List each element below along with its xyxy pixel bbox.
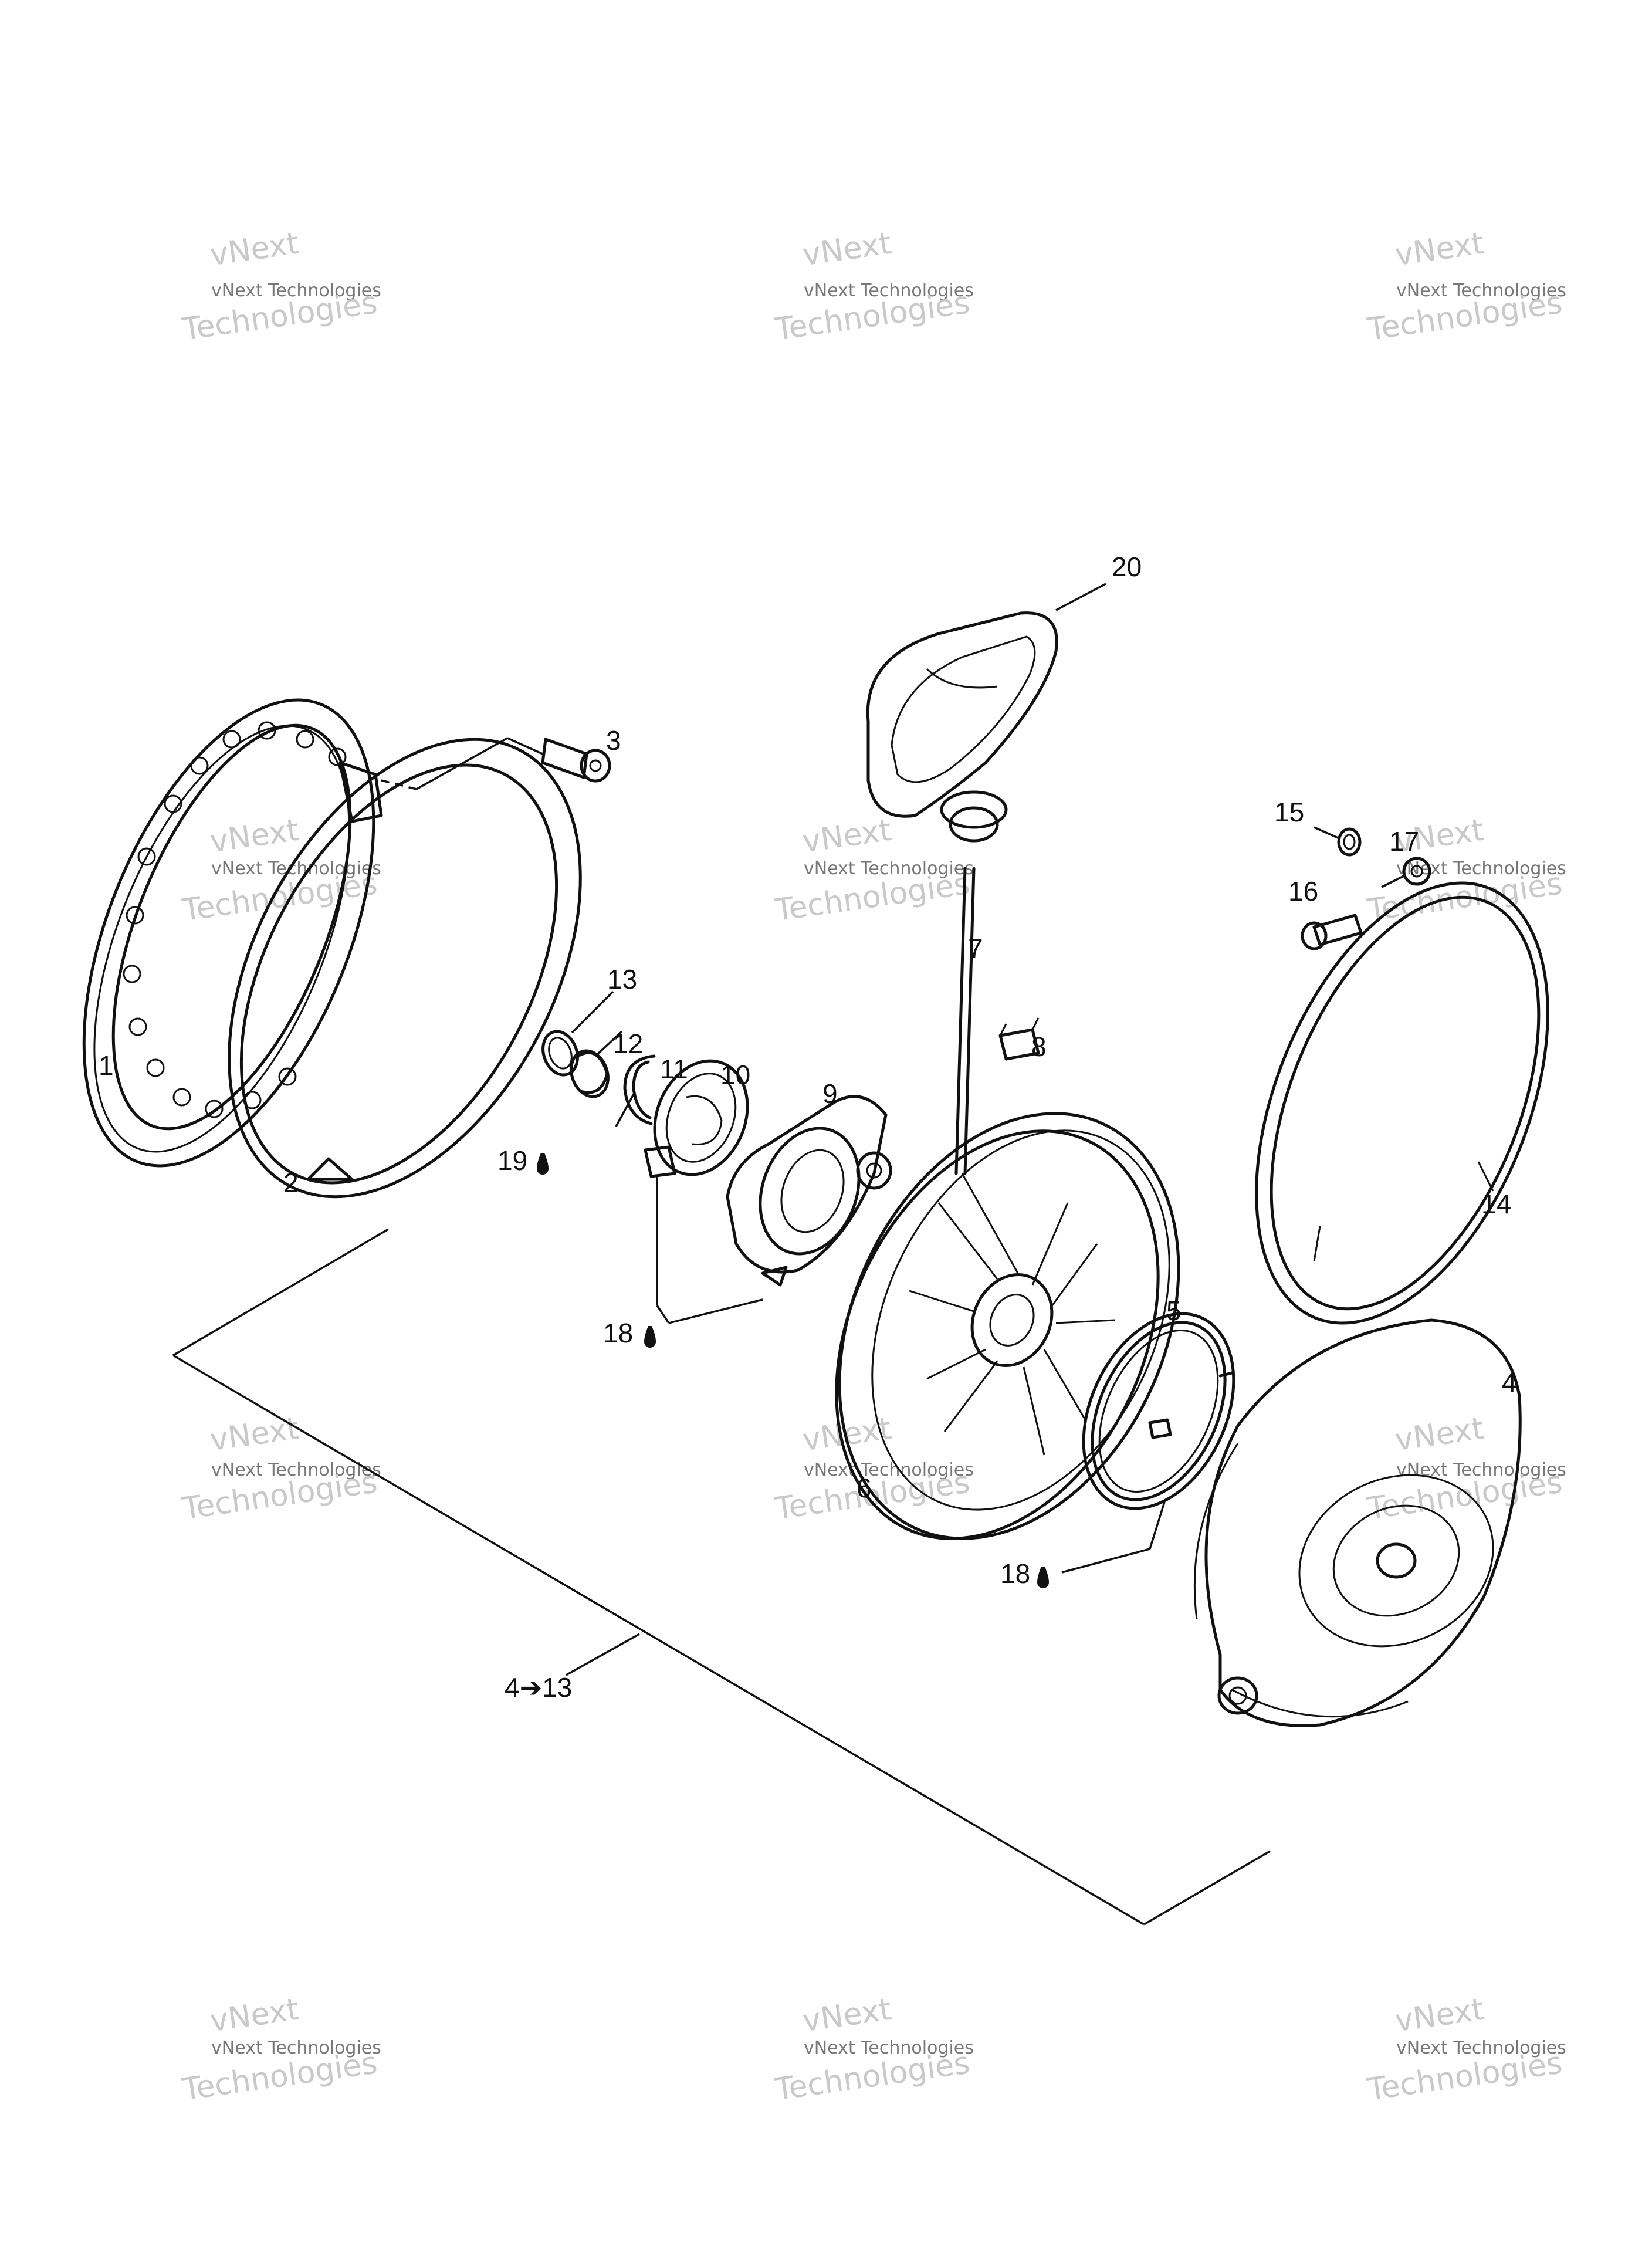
label-18b: 18 (1000, 1558, 1030, 1589)
label-3: 3 (606, 725, 621, 756)
part-11-circlip (623, 1054, 656, 1125)
svg-text:vNext: vNext (208, 1992, 301, 2039)
part-5-recoil-spring (1082, 1312, 1235, 1510)
label-18a: 18 (603, 1318, 633, 1348)
part-12-spring (570, 1049, 610, 1098)
svg-text:vNext: vNext (1393, 1992, 1486, 2039)
part-2-outer-ring (228, 738, 582, 1199)
part-4-starter-housing (1193, 1318, 1522, 1727)
leader-18a-3 (668, 1298, 763, 1324)
leader-19 (615, 1094, 635, 1127)
svg-text:vNext Technologies: vNext Technologies (804, 280, 974, 301)
svg-text:vNext Technologies: vNext Technologies (1396, 2038, 1566, 2058)
leader-15 (1314, 826, 1341, 840)
label-5: 5 (1166, 1295, 1182, 1326)
svg-text:vNext: vNext (800, 1992, 893, 2039)
oil-drop-icon (537, 1153, 549, 1175)
leader-3c (507, 737, 543, 755)
svg-text:vNext: vNext (208, 1411, 301, 1459)
part-13-o-ring (541, 1030, 579, 1077)
part-15-washer (1337, 827, 1362, 857)
watermark-bottom-right: vNext vNext Technologies Technologies (1365, 1992, 1566, 2107)
part-9-cam (726, 1095, 892, 1287)
svg-text:vNext: vNext (208, 813, 301, 860)
leader-20 (1055, 583, 1106, 611)
part-1-toothed-ring (82, 698, 383, 1168)
watermark-bottom-left: vNext vNext Technologies Technologies (180, 1992, 381, 2107)
svg-text:vNext: vNext (800, 226, 893, 273)
label-12: 12 (613, 1029, 643, 1059)
watermark-top-left: vNext vNext Technologies Technologies (180, 226, 381, 347)
label-range: 4➔13 (505, 1672, 572, 1703)
watermark-lower-center: vNext vNext Technologies Technologies (773, 1411, 974, 1527)
label-14: 14 (1481, 1189, 1511, 1219)
leader-18b (1149, 1501, 1166, 1550)
label-1: 1 (99, 1050, 114, 1081)
watermark-lower-left: vNext vNext Technologies Technologies (180, 1411, 381, 1527)
leader-12 (594, 1030, 623, 1057)
oil-drop-icon (1037, 1567, 1049, 1588)
watermark-mid-center: vNext vNext Technologies Technologies (773, 813, 974, 928)
part-8-key (998, 1017, 1040, 1061)
svg-text:vNext: vNext (1393, 1411, 1486, 1459)
svg-text:vNext: vNext (208, 226, 301, 273)
label-4: 4 (1502, 1367, 1517, 1398)
svg-text:vNext Technologies: vNext Technologies (211, 1460, 381, 1480)
leader-18b2 (1061, 1548, 1150, 1574)
part-20-starter-handle (866, 611, 1058, 843)
label-13: 13 (607, 964, 637, 994)
oil-drop-icon (644, 1326, 656, 1348)
leader-17 (1381, 874, 1406, 888)
label-11: 11 (660, 1054, 688, 1084)
label-9: 9 (822, 1078, 838, 1109)
svg-text:vNext Technologies: vNext Technologies (211, 280, 381, 301)
part-16-screw (1301, 914, 1363, 950)
watermark-bottom-center: vNext vNext Technologies Technologies (773, 1992, 974, 2107)
label-17: 17 (1389, 826, 1419, 857)
svg-text:vNext Technologies: vNext Technologies (211, 858, 381, 879)
label-8: 8 (1031, 1031, 1047, 1062)
part-6-rope-pulley (835, 1112, 1180, 1540)
label-6: 6 (857, 1473, 872, 1503)
svg-text:vNext Technologies: vNext Technologies (804, 2038, 974, 2058)
svg-text:vNext Technologies: vNext Technologies (804, 1460, 974, 1480)
label-16: 16 (1288, 876, 1318, 906)
part-3-bolt (541, 738, 611, 783)
svg-text:vNext: vNext (1393, 226, 1486, 273)
leader-18a-2 (656, 1305, 670, 1324)
label-20: 20 (1112, 552, 1142, 582)
label-10: 10 (720, 1060, 750, 1090)
svg-text:vNext: vNext (800, 1411, 893, 1459)
label-19: 19 (497, 1145, 527, 1176)
label-15: 15 (1274, 797, 1304, 827)
leader-13 (571, 990, 614, 1034)
svg-text:vNext Technologies: vNext Technologies (1396, 280, 1566, 301)
watermark-lower-right: vNext vNext Technologies Technologies (1365, 1411, 1566, 1527)
leader-3b (416, 737, 508, 790)
part-17-nut (1402, 857, 1431, 886)
watermark-top-center: vNext vNext Technologies Technologies (773, 226, 974, 347)
part-14-ring (1255, 881, 1549, 1325)
leader-3 (381, 779, 417, 790)
svg-text:vNext Technologies: vNext Technologies (804, 858, 974, 879)
part-7-rope (954, 867, 976, 1175)
assembly-bracket (172, 1228, 1271, 1926)
svg-text:vNext Technologies: vNext Technologies (211, 2038, 381, 2058)
label-7: 7 (968, 933, 983, 963)
part-10-pawl-hub (644, 1059, 749, 1178)
svg-text:vNext: vNext (800, 813, 893, 860)
label-2: 2 (283, 1168, 299, 1198)
watermark-top-right: vNext vNext Technologies Technologies (1365, 226, 1566, 347)
